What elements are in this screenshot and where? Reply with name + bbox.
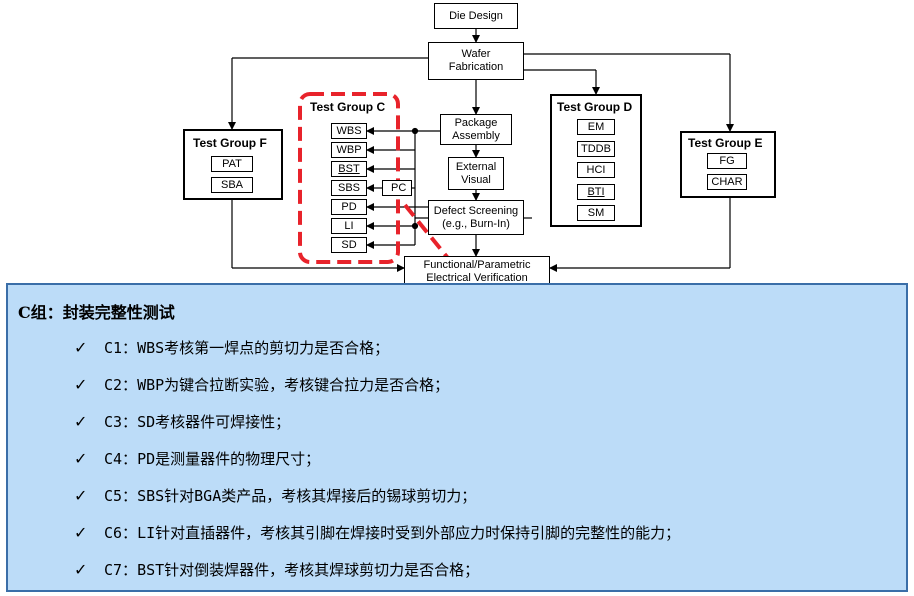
list-item: ✓ C1：WBS考核第一焊点的剪切力是否合格； <box>74 337 389 358</box>
group-c-item: WBS <box>331 123 367 139</box>
list-item: ✓ C7：BST针对倒装焊器件，考核其焊球剪切力是否合格； <box>74 559 479 580</box>
item-code: C6： <box>104 524 138 542</box>
list-item: ✓ C2：WBP为键合拉断实验，考核键合拉力是否合格； <box>74 374 449 395</box>
wafer-fabrication-box: Wafer Fabrication <box>428 42 524 80</box>
item-code: C5： <box>104 487 138 505</box>
flow-diagram: Die Design Wafer Fabrication Package Ass… <box>183 3 776 286</box>
pc-box: PC <box>382 180 412 196</box>
group-e-item: FG <box>707 153 747 169</box>
check-icon: ✓ <box>74 338 88 357</box>
group-f-item: SBA <box>211 177 253 193</box>
list-item: ✓ C6：LI针对直插器件，考核其引脚在焊接时受到外部应力时保持引脚的完整性的能力… <box>74 522 680 543</box>
group-d-title: Test Group D <box>557 100 633 114</box>
connector-lines <box>228 29 734 283</box>
group-c-item: PD <box>331 199 367 215</box>
group-f-title: Test Group F <box>193 136 267 150</box>
item-text: SD考核器件可焊接性； <box>137 413 291 431</box>
check-icon: ✓ <box>74 523 88 542</box>
item-text: WBS考核第一焊点的剪切力是否合格； <box>137 339 390 357</box>
group-d-item: HCI <box>577 162 615 178</box>
item-text: SBS针对BGA类产品，考核其焊接后的锡球剪切力； <box>137 487 477 505</box>
check-icon: ✓ <box>74 560 88 579</box>
check-icon: ✓ <box>74 375 88 394</box>
item-code: C7： <box>104 561 138 579</box>
list-item: ✓ C4：PD是测量器件的物理尺寸； <box>74 448 320 469</box>
group-c-item: LI <box>331 218 367 234</box>
group-c-item: SD <box>331 237 367 253</box>
group-c-item: SBS <box>331 180 367 196</box>
functional-test-box: Functional/Parametric Electrical Verific… <box>404 256 550 286</box>
item-text: LI针对直插器件，考核其引脚在焊接时受到外部应力时保持引脚的完整性的能力； <box>137 524 681 542</box>
description-panel: C组：封装完整性测试 ✓ C1：WBS考核第一焊点的剪切力是否合格； ✓ C2：WB… <box>6 283 908 592</box>
panel-title: C组：封装完整性测试 <box>18 303 175 322</box>
group-c-item: BST <box>331 161 367 177</box>
defect-screening-box: Defect Screening (e.g., Burn-In) <box>428 200 524 235</box>
item-code: C4： <box>104 450 138 468</box>
group-d-box <box>550 94 642 227</box>
item-code: C2： <box>104 376 138 394</box>
group-e-title: Test Group E <box>688 136 763 150</box>
group-d-item: BTI <box>577 184 615 200</box>
group-c-item: WBP <box>331 142 367 158</box>
item-text: WBP为键合拉断实验，考核键合拉力是否合格； <box>137 376 450 394</box>
item-text: PD是测量器件的物理尺寸； <box>137 450 321 468</box>
external-visual-box: External Visual <box>448 157 504 190</box>
group-f-item: PAT <box>211 156 253 172</box>
die-design-box: Die Design <box>434 3 518 29</box>
check-icon: ✓ <box>74 486 88 505</box>
group-c-highlight <box>298 92 400 264</box>
group-d-item: EM <box>577 119 615 135</box>
item-code: C1： <box>104 339 138 357</box>
group-d-item: TDDB <box>577 141 615 157</box>
check-icon: ✓ <box>74 449 88 468</box>
item-code: C3： <box>104 413 138 431</box>
group-e-item: CHAR <box>707 174 747 190</box>
group-c-title: Test Group C <box>310 100 386 114</box>
item-text: BST针对倒装焊器件，考核其焊球剪切力是否合格； <box>137 561 480 579</box>
group-d-item: SM <box>577 205 615 221</box>
list-item: ✓ C5：SBS针对BGA类产品，考核其焊接后的锡球剪切力； <box>74 485 476 506</box>
package-assembly-box: Package Assembly <box>440 114 512 145</box>
list-item: ✓ C3：SD考核器件可焊接性； <box>74 411 290 432</box>
check-icon: ✓ <box>74 412 88 431</box>
